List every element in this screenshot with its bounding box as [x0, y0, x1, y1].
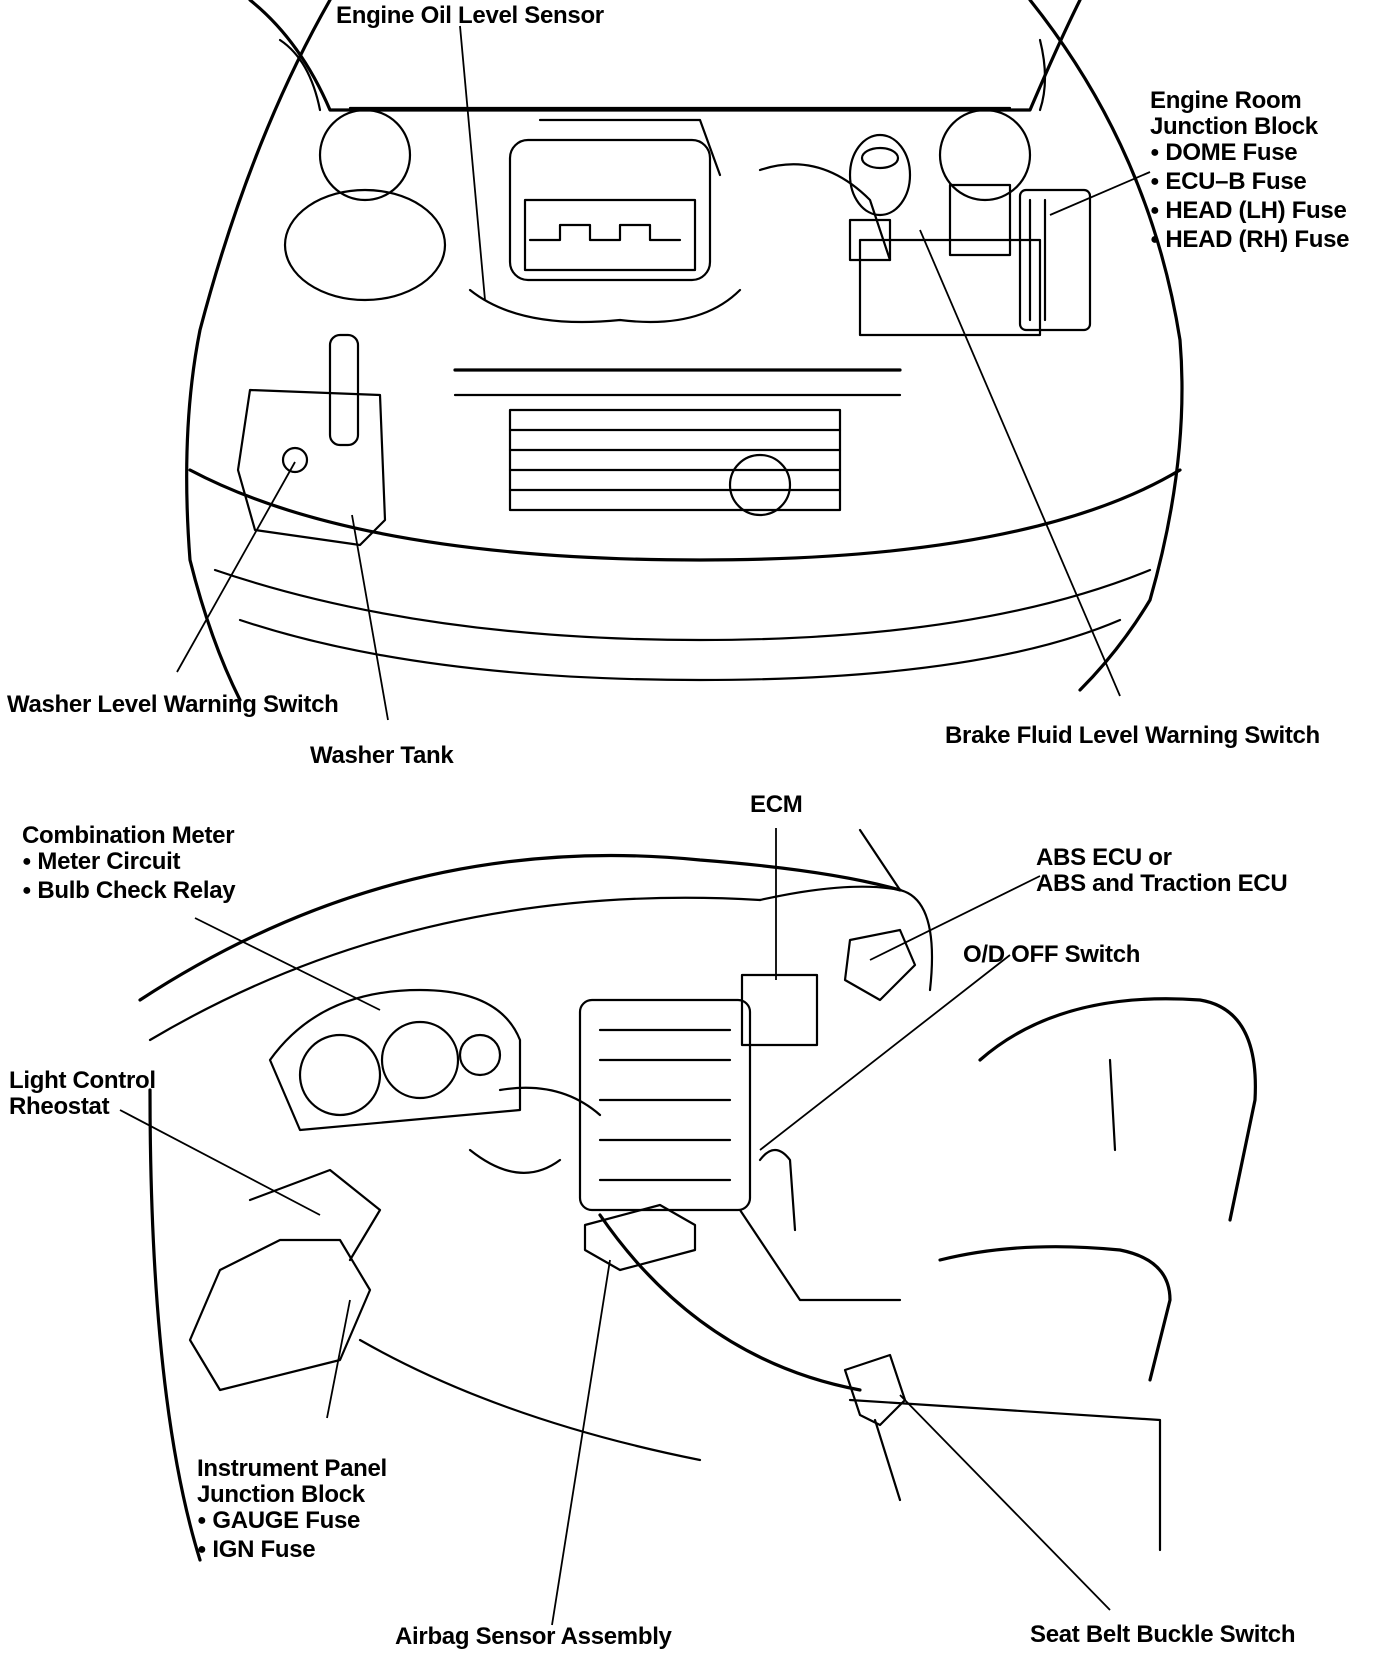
combo-item: Meter Circuit — [22, 849, 235, 878]
interior-drawing — [138, 828, 1257, 1562]
airbag-sensor-box — [583, 1203, 697, 1272]
ip-jb-line-2: Junction Block — [197, 1481, 365, 1508]
right-fender — [1028, 0, 1184, 692]
abs-line-1: ABS ECU or — [1036, 844, 1172, 871]
light-control-rheostat-label: Light Control Rheostat — [9, 1068, 156, 1120]
left-fender — [185, 0, 332, 702]
abs-ecu-label: ABS ECU or ABS and Traction ECU — [1036, 844, 1288, 897]
light-line-2: Rheostat — [9, 1093, 110, 1120]
washer-tank-shape — [236, 388, 387, 547]
airbag-sensor-assembly-label: Airbag Sensor Assembly — [395, 1623, 672, 1650]
od-off-switch-label: O/D OFF Switch — [963, 941, 1141, 968]
combo-item: Bulb Check Relay — [22, 878, 235, 907]
engine-oil-level-sensor-label: Engine Oil Level Sensor — [336, 2, 604, 29]
hood-outline — [248, 0, 1082, 112]
brake-fluid-level-warning-switch-label: Brake Fluid Level Warning Switch — [945, 722, 1320, 749]
interior-leaders — [119, 828, 1111, 1626]
combo-title: Combination Meter — [22, 822, 235, 849]
ip-jb-fuse-item: GAUGE Fuse — [197, 1508, 387, 1537]
abs-ecu-box — [843, 928, 917, 1002]
combination-meter-label: Combination Meter Meter Circuit Bulb Che… — [22, 822, 236, 907]
ip-jb-fuse-item: IGN Fuse — [197, 1537, 387, 1566]
light-line-1: Light Control — [9, 1067, 156, 1094]
ip-junction-block — [188, 1238, 372, 1392]
abs-line-2: ABS and Traction ECU — [1036, 870, 1288, 897]
seat-belt-buckle-switch-label: Seat Belt Buckle Switch — [1030, 1621, 1296, 1648]
seat-belt-buckle — [843, 1353, 907, 1427]
engine-bay-leaders — [176, 25, 1151, 721]
jb-fuse-item: HEAD (RH) Fuse — [1150, 227, 1349, 256]
engine-bay-drawing — [185, 0, 1184, 702]
jb-title-line-1: Engine Room — [1150, 87, 1302, 114]
jb-fuse-item: HEAD (LH) Fuse — [1150, 198, 1349, 227]
jb-title-line-2: Junction Block — [1150, 113, 1318, 140]
washer-tank-label: Washer Tank — [310, 742, 454, 769]
ecm-label: ECM — [750, 791, 803, 818]
jb-fuse-item: ECU–B Fuse — [1150, 169, 1349, 198]
instrument-panel-junction-block-label: Instrument Panel Junction Block GAUGE Fu… — [197, 1456, 387, 1566]
washer-level-warning-switch-label: Washer Level Warning Switch — [7, 691, 339, 718]
engine-room-junction-block-label: Engine Room Junction Block DOME Fuse ECU… — [1150, 88, 1349, 256]
ecm-box — [740, 973, 819, 1047]
ip-jb-line-1: Instrument Panel — [197, 1455, 387, 1482]
jb-fuse-item: DOME Fuse — [1150, 140, 1349, 169]
